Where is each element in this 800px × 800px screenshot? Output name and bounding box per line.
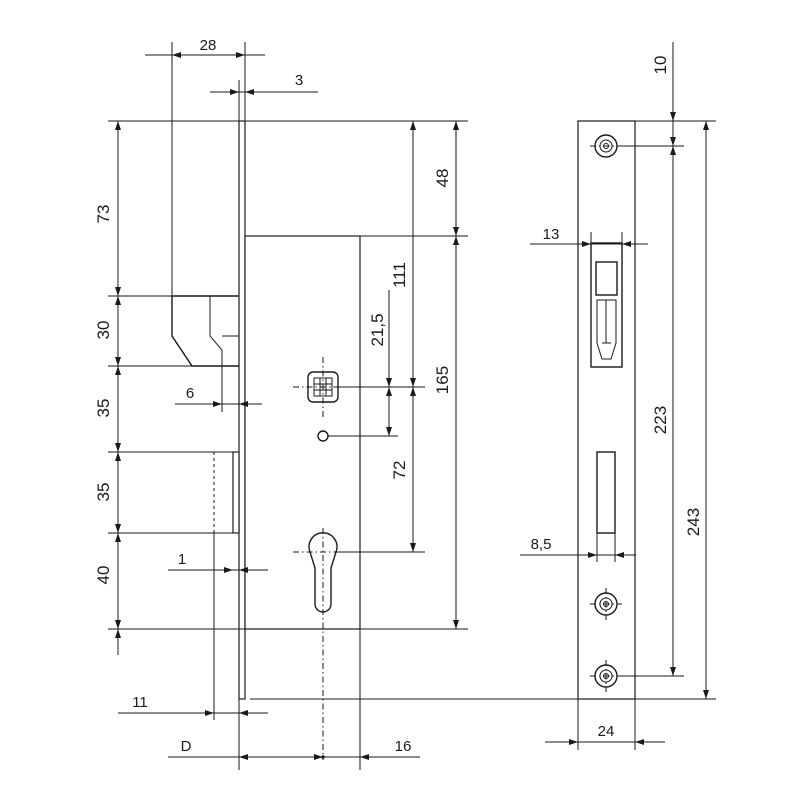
- lock-case: [244, 235, 361, 630]
- dim-35-b: 35: [94, 483, 113, 502]
- side-faceplate: [238, 120, 246, 700]
- dim-6: 6: [186, 385, 194, 402]
- latch-bolt: [171, 295, 239, 367]
- dim-1: 1: [178, 551, 186, 568]
- dim-8-5: 8,5: [531, 536, 552, 553]
- side-dimensions: 28 3 73 30 35 35 40 6: [94, 37, 468, 770]
- dim-73: 73: [94, 205, 113, 224]
- dim-40: 40: [94, 566, 113, 585]
- side-view: [171, 120, 361, 760]
- dim-165: 165: [433, 366, 452, 394]
- dim-243: 243: [684, 508, 703, 536]
- front-dimensions: 10 223 243 13 8,5 24: [250, 42, 716, 750]
- dim-13: 13: [543, 226, 560, 243]
- dim-48: 48: [433, 169, 452, 188]
- dim-28: 28: [200, 37, 217, 54]
- dim-16: 16: [395, 738, 412, 755]
- dim-30: 30: [94, 321, 113, 340]
- dim-35-a: 35: [94, 399, 113, 418]
- cylinder-profile: [308, 532, 338, 613]
- dim-72: 72: [390, 461, 409, 480]
- front-view: [577, 120, 636, 700]
- dim-111: 111: [390, 262, 409, 288]
- bolt-opening: [596, 451, 616, 534]
- dim-11: 11: [132, 694, 148, 711]
- dim-D: D: [181, 738, 192, 755]
- dim-21-5: 21,5: [368, 313, 387, 346]
- dim-24: 24: [598, 723, 615, 740]
- dim-10: 10: [651, 56, 670, 75]
- latch-opening: [590, 242, 623, 368]
- dim-3: 3: [295, 72, 303, 89]
- front-faceplate: [577, 120, 636, 700]
- latch-bolt-inner: [209, 296, 223, 366]
- dim-223: 223: [651, 406, 670, 434]
